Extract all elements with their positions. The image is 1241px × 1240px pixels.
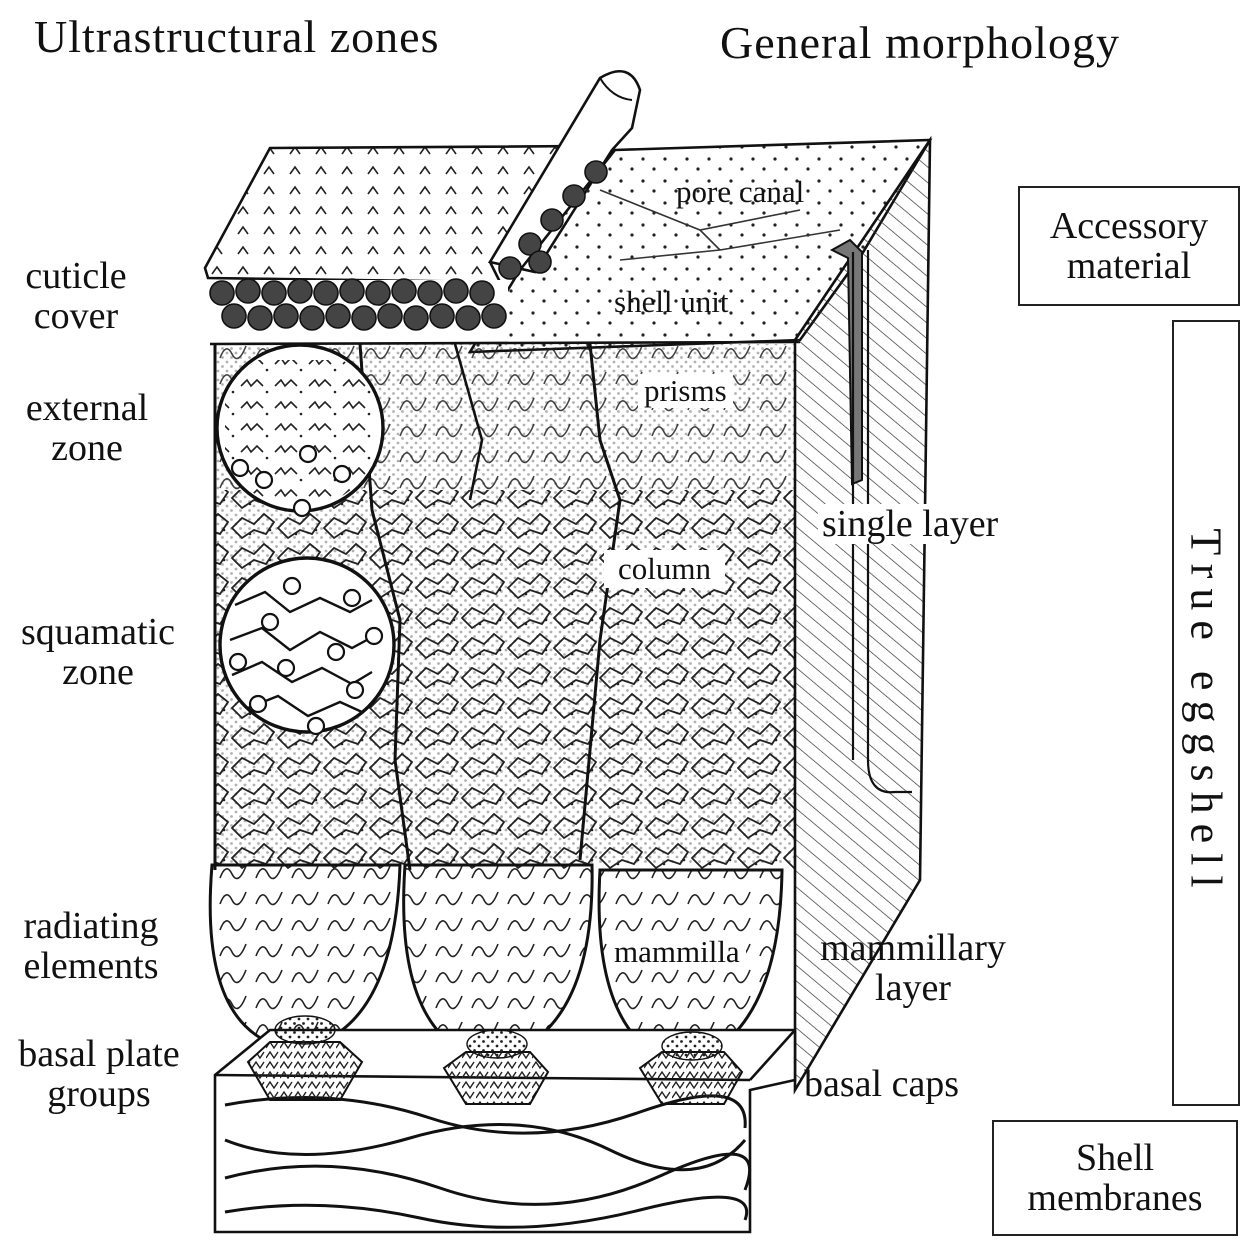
- shell-membranes-box: Shell membranes: [992, 1120, 1238, 1236]
- cuticle-cover-label: cuticle cover: [18, 256, 134, 336]
- shell-unit-label: shell unit: [608, 285, 735, 319]
- accessory-material-box: Accessory material: [1018, 186, 1240, 306]
- accessory-material-line2: material: [1067, 246, 1191, 286]
- mammilla-label: mammilla: [608, 935, 746, 969]
- shell-membranes-line1: Shell: [1076, 1138, 1154, 1178]
- ultrastructural-zones-header: Ultrastructural zones: [34, 10, 439, 63]
- general-morphology-header: General morphology: [720, 16, 1120, 69]
- mammillary-layer-line2: layer: [802, 968, 1024, 1008]
- squamatic-zone-line2: zone: [10, 652, 186, 692]
- accessory-material-line1: Accessory: [1050, 206, 1208, 246]
- basal-plate-groups-line1: basal plate: [4, 1034, 194, 1074]
- mammillary-layer-label: mammillary layer: [802, 928, 1024, 1008]
- single-layer-label: single layer: [818, 504, 1002, 544]
- radiating-elements-line1: radiating: [8, 906, 174, 946]
- prisms-label: prisms: [638, 374, 733, 408]
- external-zone-line2: zone: [14, 428, 160, 468]
- basal-plate-groups-label: basal plate groups: [4, 1034, 194, 1114]
- basal-plate-groups-line2: groups: [4, 1074, 194, 1114]
- cuticle-cover-line2: cover: [18, 296, 134, 336]
- column-label: column: [604, 550, 725, 588]
- radiating-elements-line2: elements: [8, 946, 174, 986]
- external-zone-line1: external: [14, 388, 160, 428]
- mammillary-layer-line1: mammillary: [802, 928, 1024, 968]
- cuticle-cover-line1: cuticle: [18, 256, 134, 296]
- true-eggshell-box: True eggshell: [1172, 320, 1240, 1106]
- squamatic-zone-label: squamatic zone: [10, 612, 186, 692]
- true-eggshell-label: True eggshell: [1181, 528, 1232, 897]
- radiating-elements-label: radiating elements: [8, 906, 174, 986]
- external-zone-label: external zone: [14, 388, 160, 468]
- shell-membranes-line2: membranes: [1027, 1178, 1202, 1218]
- basal-caps-label: basal caps: [804, 1064, 959, 1104]
- pore-canal-label: pore canal: [670, 175, 810, 209]
- squamatic-zone-line1: squamatic: [10, 612, 186, 652]
